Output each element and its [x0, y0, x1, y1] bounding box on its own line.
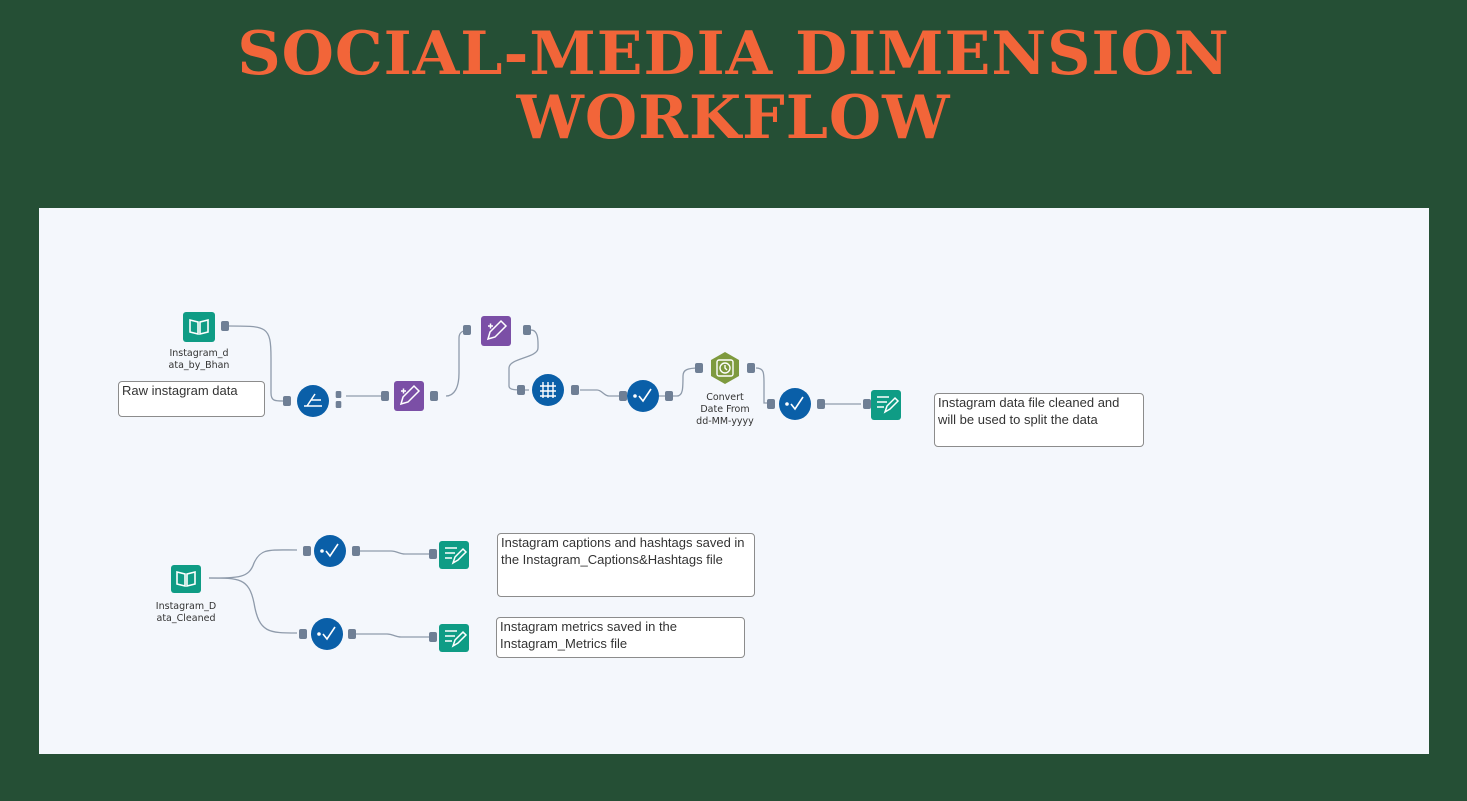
title-line-1: SOCIAL-MEDIA DIMENSION — [237, 19, 1230, 89]
datetime-tool[interactable] — [711, 352, 739, 384]
filter-tool[interactable] — [297, 385, 329, 417]
connectors-workflow-2 — [208, 549, 429, 638]
comment-raw-data[interactable]: Raw instagram data — [118, 381, 265, 417]
multi-field-icon — [540, 382, 556, 398]
input-tool-1-label: Instagram_d ata_by_Bhan — [168, 348, 230, 371]
formula-pencil-icon — [399, 384, 421, 406]
workflow-diagram — [171, 312, 901, 652]
comment-cleaned-file[interactable]: Instagram data file cleaned and will be … — [934, 393, 1144, 447]
select-check-icon — [320, 543, 339, 558]
formula-pencil-icon — [486, 319, 508, 341]
datetime-tool-label: Convert Date From dd-MM-yyyy — [696, 392, 754, 427]
select-check-icon — [317, 626, 336, 641]
page-title: SOCIAL-MEDIA DIMENSION WORKFLOW — [0, 22, 1467, 150]
output-tool-1[interactable] — [871, 390, 901, 420]
filter-icon — [304, 393, 322, 407]
book-icon — [176, 570, 196, 588]
select-tool-1[interactable] — [627, 380, 659, 412]
title-line-2: WORKFLOW — [516, 83, 951, 153]
comment-captions-hashtags[interactable]: Instagram captions and hashtags saved in… — [497, 533, 755, 597]
input-tool-1[interactable] — [183, 312, 215, 342]
select-tool-2[interactable] — [779, 388, 811, 420]
select-tool-4[interactable] — [311, 618, 343, 650]
output-write-icon — [445, 630, 468, 648]
multi-field-tool[interactable] — [532, 374, 564, 406]
input-tool-2-label: Instagram_D ata_Cleaned — [155, 601, 217, 624]
input-tool-2[interactable] — [171, 565, 201, 593]
output-write-icon — [877, 396, 900, 414]
formula-tool-2[interactable] — [481, 316, 511, 346]
workflow-canvas: Instagram_d ata_by_Bhan Convert Date Fro… — [39, 208, 1429, 754]
output-tool-3[interactable] — [439, 624, 469, 652]
book-icon — [189, 318, 209, 336]
select-check-icon — [633, 388, 652, 403]
connectors-workflow-1 — [228, 325, 861, 405]
comment-metrics[interactable]: Instagram metrics saved in the Instagram… — [496, 617, 745, 658]
output-write-icon — [445, 547, 468, 565]
formula-tool-1[interactable] — [394, 381, 424, 411]
select-check-icon — [785, 396, 804, 411]
select-tool-3[interactable] — [314, 535, 346, 567]
clock-icon — [716, 359, 734, 377]
output-tool-2[interactable] — [439, 541, 469, 569]
